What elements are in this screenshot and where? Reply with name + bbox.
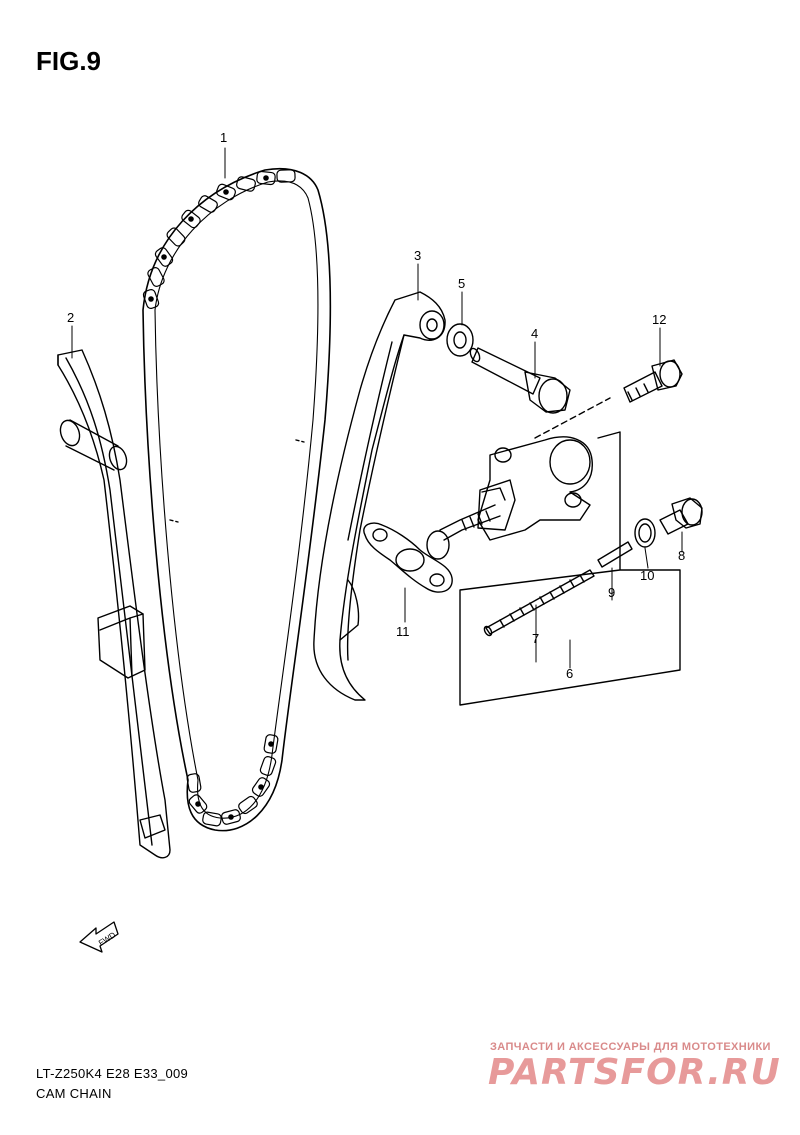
- fwd-arrow-icon: [79, 921, 119, 953]
- callout-4: 4: [531, 326, 538, 341]
- tensioner-cap-bolt: [659, 497, 703, 535]
- model-code: LT-Z250K4 E28 E33_009: [36, 1066, 189, 1081]
- callout-7: 7: [532, 631, 539, 646]
- callout-9: 9: [608, 585, 615, 600]
- callout-3: 3: [414, 248, 421, 263]
- tensioner-mount-bolt: [623, 359, 683, 403]
- callout-11: 11: [396, 624, 410, 639]
- assembly-bracket: [459, 431, 681, 706]
- cam-chain: [142, 167, 332, 832]
- callout-5: 5: [458, 276, 465, 291]
- tensioner-spring: [483, 569, 595, 637]
- callout-10: 10: [640, 568, 654, 583]
- callout-8: 8: [678, 548, 685, 563]
- tensioner-gasket: [363, 522, 453, 593]
- o-ring: [634, 518, 656, 548]
- assembly-name: CAM CHAIN: [36, 1086, 112, 1101]
- callout-6: 6: [566, 666, 573, 681]
- figure-title: FIG.9: [36, 46, 102, 76]
- callout-2: 2: [67, 310, 74, 325]
- leader-lines: [71, 147, 683, 669]
- alignment-line: [534, 397, 611, 439]
- pivot-bolt: [469, 347, 571, 414]
- cam-chain-tensioner-guide: [313, 291, 446, 701]
- cam-chain-guide: [57, 349, 171, 859]
- watermark-tagline: ЗАПЧАСТИ И АКСЕССУАРЫ ДЛЯ МОТОТЕХНИКИ: [490, 1041, 771, 1053]
- cam-chain-tensioner: [426, 436, 593, 560]
- washer: [446, 323, 474, 357]
- callout-1: 1: [220, 130, 227, 145]
- fwd-label: FWD: [97, 930, 117, 947]
- watermark-logo: PARTSFOR.RU: [488, 1052, 781, 1093]
- tensioner-push-rod: [597, 541, 633, 568]
- callout-12: 12: [652, 312, 666, 327]
